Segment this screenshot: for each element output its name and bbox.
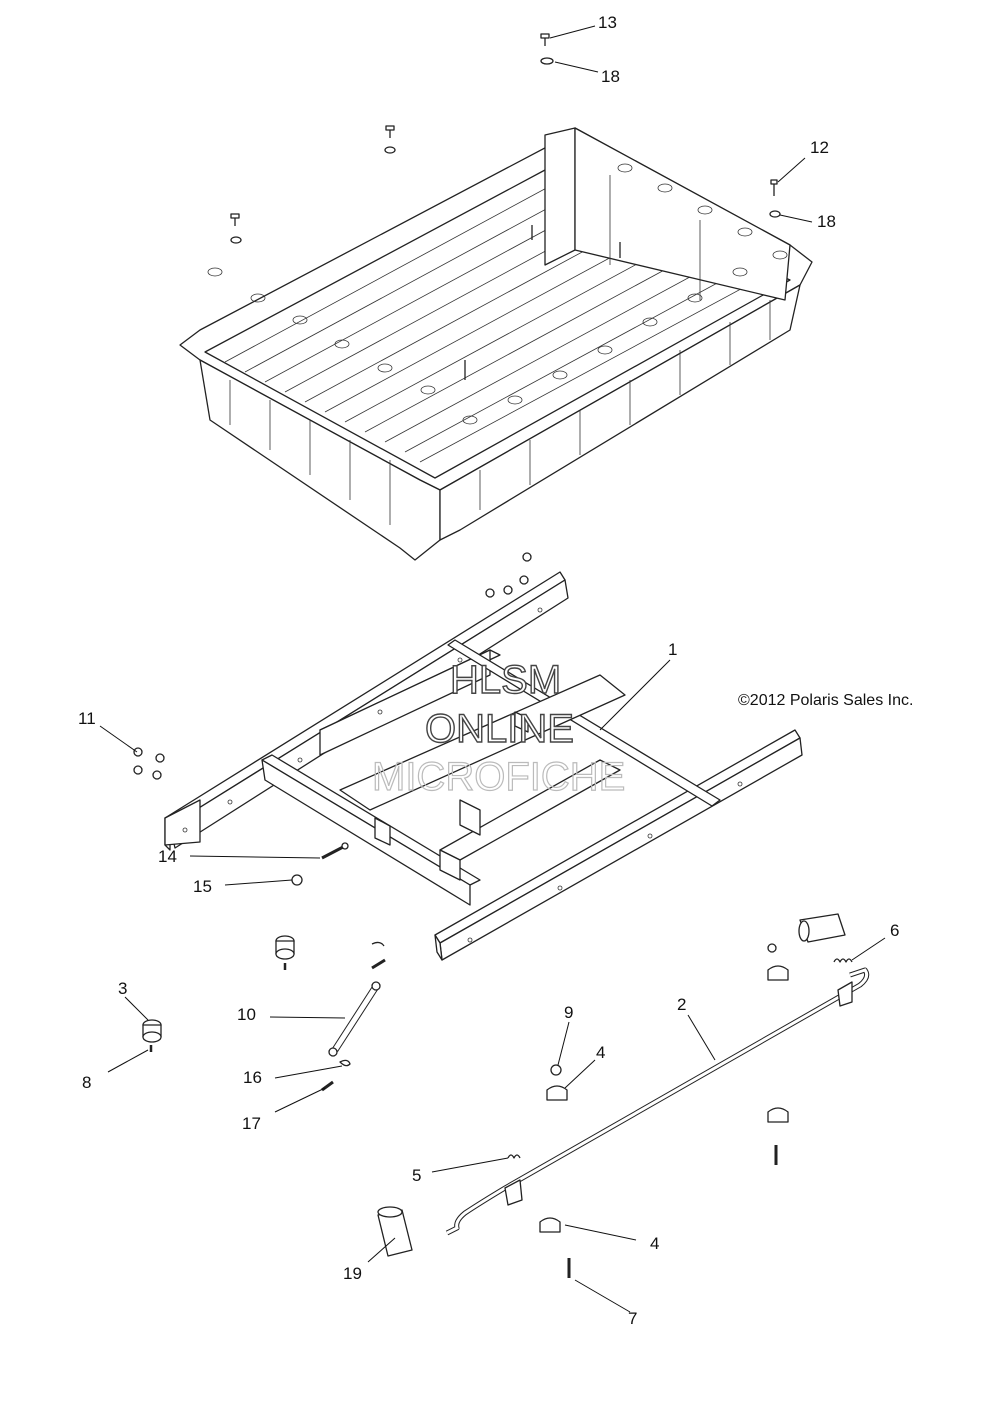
bumper-upper xyxy=(275,935,295,970)
fastener-left xyxy=(230,213,242,244)
callout-12: 12 xyxy=(810,138,829,157)
callout-6: 6 xyxy=(890,921,899,940)
callout-1: 1 xyxy=(668,640,677,659)
callout-15: 15 xyxy=(193,877,212,896)
pin-upper xyxy=(371,941,386,970)
spring-5 xyxy=(507,1154,521,1159)
clip-16 xyxy=(339,1059,351,1067)
nut-15 xyxy=(291,874,303,886)
callout-2: 2 xyxy=(677,995,686,1014)
callout-3: 3 xyxy=(118,979,127,998)
clamp-4-upper xyxy=(546,1085,568,1101)
watermark-line-2: ONLINE xyxy=(425,707,574,751)
bolts-frame-top xyxy=(485,552,532,598)
callout-7: 7 xyxy=(628,1309,637,1328)
callout-10: 10 xyxy=(237,1005,256,1024)
bumper-3 xyxy=(142,1019,162,1043)
fastener-13 xyxy=(540,33,550,46)
callout-14: 14 xyxy=(158,847,177,866)
callout-17: 17 xyxy=(242,1114,261,1133)
watermark: HLSM ONLINE MICROFICHE xyxy=(371,657,626,799)
handle-grip-6 xyxy=(798,913,846,943)
callout-19: 19 xyxy=(343,1264,362,1283)
handle-grip-19 xyxy=(377,1206,413,1257)
clamp-upper xyxy=(767,943,789,981)
callout-11: 11 xyxy=(78,709,96,728)
copyright-text: ©2012 Polaris Sales Inc. xyxy=(738,692,913,709)
fastener-12 xyxy=(770,179,778,196)
nut-9 xyxy=(550,1064,562,1076)
spring-6 xyxy=(833,958,853,963)
latch-rod-2 xyxy=(445,967,870,1236)
callout-18-top: 18 xyxy=(601,67,620,86)
callout-4-upper: 4 xyxy=(596,1043,605,1062)
callout-4-lower: 4 xyxy=(650,1234,659,1253)
clamp-4-lower xyxy=(539,1217,561,1233)
callout-8: 8 xyxy=(82,1073,91,1092)
clamp-right xyxy=(767,1107,789,1123)
cargo-box xyxy=(179,127,813,561)
leader-lines xyxy=(99,25,886,1313)
watermark-line-1: HLSM xyxy=(450,658,561,702)
bed-frame xyxy=(164,571,803,961)
watermark-line-3: MICROFICHE xyxy=(372,755,625,799)
washer-18-top xyxy=(540,57,554,65)
bolt-14 xyxy=(321,842,349,860)
callout-18-right: 18 xyxy=(817,212,836,231)
gas-strut-10 xyxy=(328,981,381,1057)
callout-9: 9 xyxy=(564,1003,573,1022)
fastener-left-top xyxy=(384,125,396,154)
callout-16: 16 xyxy=(243,1068,262,1087)
bolts-11 xyxy=(133,747,165,780)
washer-18-right xyxy=(769,210,781,218)
callout-numbers: 13 18 12 18 1 11 14 15 6 3 10 2 9 4 8 16… xyxy=(78,13,899,1328)
callout-13: 13 xyxy=(598,13,617,32)
callout-5: 5 xyxy=(412,1166,421,1185)
